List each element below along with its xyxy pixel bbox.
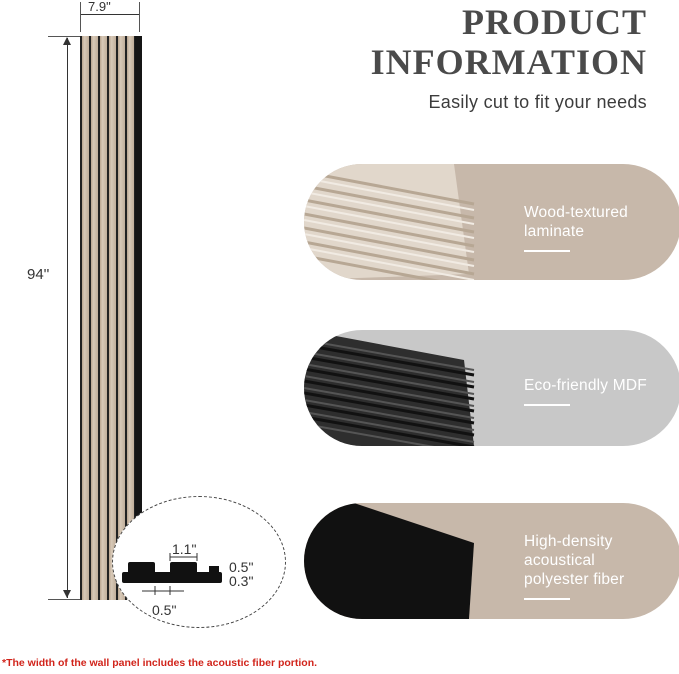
slat-width-label: 0.5"	[152, 602, 177, 618]
base-depth-label: 0.3"	[229, 573, 254, 589]
title-line-1: PRODUCT	[462, 2, 647, 42]
layer-label-line-3: polyester fiber	[524, 571, 625, 588]
subtitle: Easily cut to fit your needs	[428, 92, 647, 112]
width-label: 7.9"	[88, 0, 111, 14]
layer-label-line-1: Wood-textured	[524, 204, 628, 221]
width-tick-left	[80, 2, 81, 32]
layer-divider	[524, 250, 570, 252]
title-line-2: INFORMATION	[370, 42, 647, 82]
layer-divider	[524, 598, 570, 600]
height-label-bg	[24, 264, 64, 288]
layer-card-polyester: High-density acoustical polyester fiber	[304, 503, 679, 619]
layer-label-line-2: acoustical	[524, 552, 595, 569]
width-tick-right	[139, 2, 140, 32]
laminate-slats-image	[304, 164, 475, 280]
height-dimension-line	[67, 38, 68, 598]
polyester-fiber-image	[304, 503, 474, 619]
height-arrow-top	[63, 37, 71, 45]
wall-panel-illustration	[80, 36, 142, 600]
height-tick-top	[48, 36, 80, 37]
layer-divider	[524, 404, 570, 406]
height-arrow-bottom	[63, 590, 71, 598]
slat-depth-label: 0.5"	[229, 559, 254, 575]
layer-label-line-2: laminate	[524, 223, 585, 240]
footnote: *The width of the wall panel includes th…	[2, 657, 318, 669]
height-tick-bottom	[48, 599, 80, 600]
layer-card-laminate: Wood-textured laminate	[304, 164, 679, 280]
mdf-slats-image	[304, 330, 475, 446]
width-dimension-line	[80, 14, 140, 15]
layer-label-line-1: Eco-friendly MDF	[524, 377, 647, 394]
layer-label-line-1: High-density	[524, 533, 613, 550]
layer-card-mdf: Eco-friendly MDF	[304, 330, 679, 446]
height-label: 94''	[27, 266, 50, 283]
slat-gap-label: 1.1"	[172, 541, 197, 557]
cross-section-drawing	[122, 553, 222, 595]
